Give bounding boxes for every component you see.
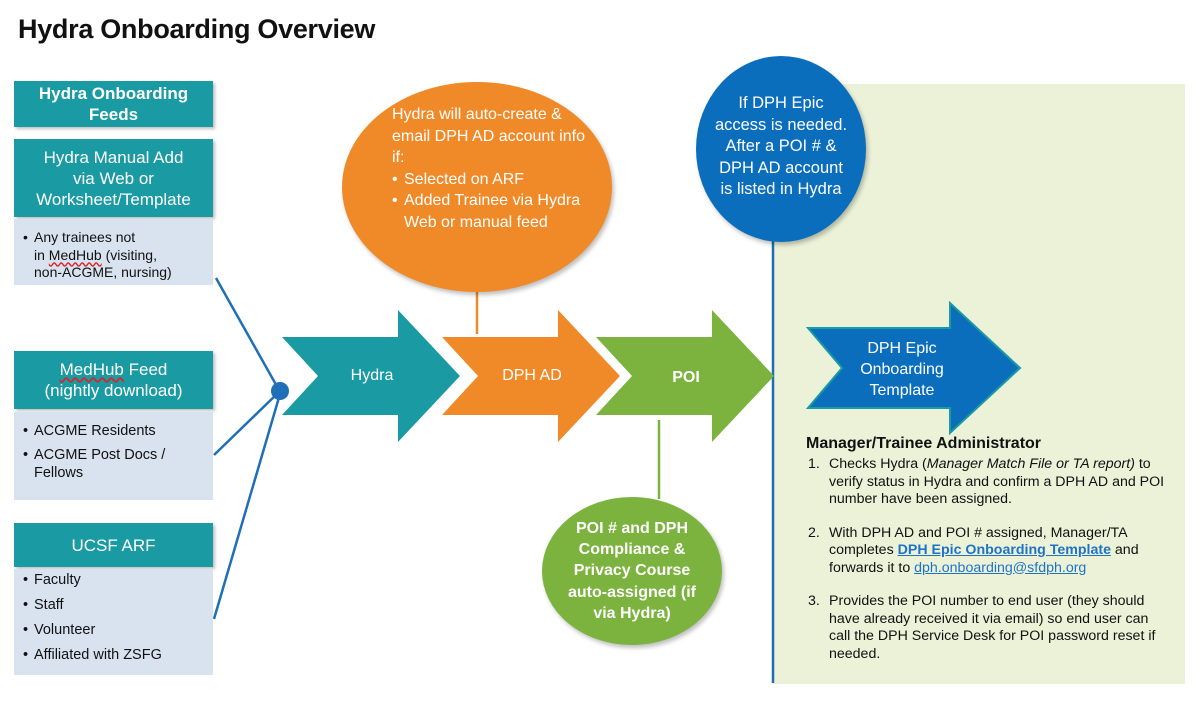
epic-template-arrow — [805, 300, 1022, 436]
connector-ucsf-arf — [212, 393, 282, 620]
feeds-header: Hydra Onboarding Feeds — [14, 81, 213, 127]
list-item: Faculty — [20, 571, 207, 589]
list-item: Selected on ARF — [392, 169, 592, 191]
poi-arrow — [596, 310, 774, 442]
epic-template-link[interactable]: DPH Epic Onboarding Template — [897, 542, 1111, 558]
epic-access-text: If DPH Epic access is needed. — [714, 94, 848, 134]
list-item: Staff — [20, 596, 207, 614]
step-2: 2. With DPH AD and POI # assigned, Manag… — [808, 524, 1139, 576]
step-3: 3. Provides the POI number to end user (… — [808, 593, 1156, 662]
manager-title: Manager/Trainee Administrator — [806, 435, 1042, 452]
epic-template-arrow-label: DPH Epic Onboarding Template — [860, 339, 944, 399]
hydra-arrow-label: Hydra — [350, 367, 394, 384]
ucsf-arf-box: UCSF ARF — [14, 523, 213, 567]
medhub-box: MedHub Feed (nightly download) — [14, 351, 213, 409]
dph-ad-arrow — [442, 310, 620, 442]
hydra-arrow — [282, 310, 460, 442]
list-item: Any trainees not in MedHub (visiting, no… — [20, 229, 207, 282]
list-item: Volunteer — [20, 621, 207, 639]
page-title: Hydra Onboarding Overview — [18, 14, 376, 44]
compliance-circle: POI # and DPH Compliance & Privacy Cours… — [542, 497, 722, 645]
list-item: ACGME Residents — [20, 422, 207, 440]
manual-add-box: Hydra Manual Add via Web or Worksheet/Te… — [14, 139, 213, 217]
manual-add-list: Any trainees not in MedHub (visiting, no… — [14, 219, 213, 285]
auto-create-circle: Hydra will auto-create & email DPH AD ac… — [342, 82, 612, 292]
epic-access-circle: If DPH Epic access is needed. After a PO… — [696, 56, 866, 242]
list-item: Added Trainee via Hydra Web or manual fe… — [392, 190, 592, 233]
medhub-subtitle: (nightly download) — [44, 381, 183, 400]
poi-listed-text: After a POI # & DPH AD account is listed… — [719, 137, 843, 199]
manual-add-title-line: Worksheet/Template — [36, 189, 191, 209]
medhub-list: ACGME Residents ACGME Post Docs / Fellow… — [14, 412, 213, 500]
list-item: Affiliated with ZSFG — [20, 646, 207, 664]
manager-steps: 1. Checks Hydra (Manager Match File or T… — [808, 456, 1168, 679]
connector-manual-add — [214, 277, 281, 391]
medhub-title-post: Feed — [123, 360, 168, 379]
compliance-text: POI # and DPH Compliance & Privacy Cours… — [567, 519, 696, 622]
dph-ad-arrow-label: DPH AD — [502, 367, 562, 384]
junction-dot — [271, 382, 289, 400]
poi-arrow-label: POI — [672, 369, 700, 386]
onboarding-email-link[interactable]: dph.onboarding@sfdph.org — [914, 559, 1087, 576]
list-item: ACGME Post Docs / Fellows — [20, 446, 207, 482]
medhub-title-word: MedHub — [59, 360, 124, 379]
connector-medhub — [213, 391, 280, 456]
manual-add-title-line: Hydra Manual Add — [43, 147, 184, 167]
step-1: 1. Checks Hydra (Manager Match File or T… — [808, 456, 1165, 507]
auto-create-intro: Hydra will auto-create & email DPH AD ac… — [392, 106, 585, 166]
manual-add-title-line: via Web or — [73, 168, 154, 188]
ucsf-arf-list: Faculty Staff Volunteer Affiliated with … — [14, 569, 213, 675]
